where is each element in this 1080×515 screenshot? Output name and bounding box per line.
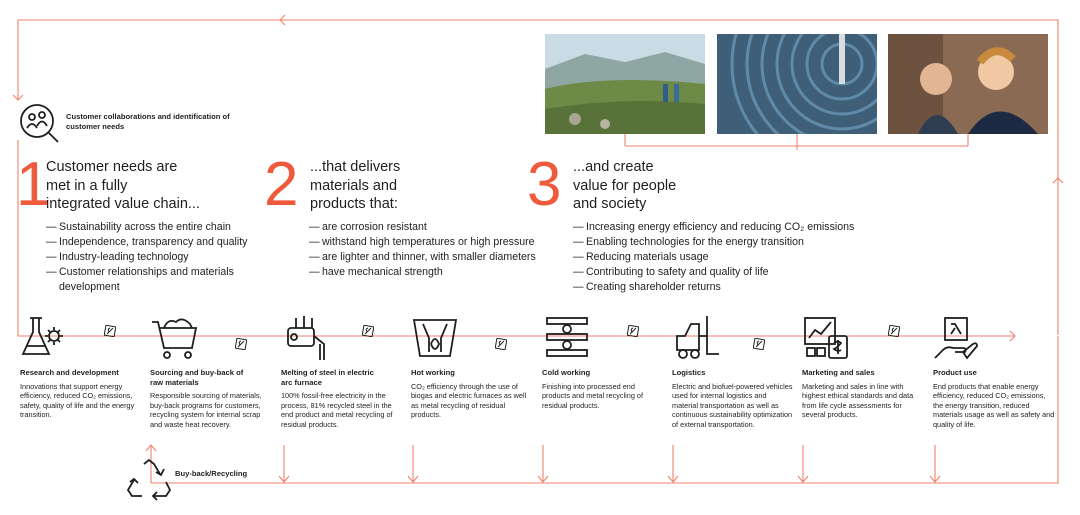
leaf-icon [494, 337, 508, 351]
step-description: End products that enable energy efficien… [933, 381, 1055, 429]
step-title: Melting of steel in electric arc furnace [281, 368, 374, 387]
leaf-icon [103, 324, 117, 338]
step-title: Marketing and sales [802, 368, 875, 377]
column-1-bullets: —Sustainability across the entire chain … [46, 220, 271, 295]
list-item: —Contributing to safety and quality of l… [573, 266, 769, 278]
step-title: Product use [933, 368, 977, 377]
list-item: —are lighter and thinner, with smaller d… [309, 251, 536, 263]
step-description: Responsible sourcing of materials, buy-b… [150, 391, 262, 429]
step-logistics: Logistics Electric and biofuel-powered v… [672, 368, 794, 429]
hot-working-icon [411, 314, 459, 362]
forklift-icon [673, 314, 721, 362]
furnace-icon [282, 314, 330, 362]
marketing-icon [803, 314, 851, 362]
list-item: —Enabling technologies for the energy tr… [573, 236, 804, 248]
customer-collaboration-label: Customer collaborations and identificati… [66, 112, 230, 131]
cart-icon [150, 314, 198, 362]
column-3-bullets: —Increasing energy efficiency and reduci… [573, 220, 903, 295]
step-melting-steel: Melting of steel in electric arc furnace… [281, 368, 403, 429]
step-description: CO₂ efficiency through the use of biogas… [411, 381, 527, 420]
step-cold-working: Cold working Finishing into processed en… [542, 368, 664, 410]
cold-working-icon [543, 314, 591, 362]
flask-gear-icon [20, 314, 68, 362]
people-talking-photo [888, 34, 1048, 134]
column-1-number: 1 [16, 150, 51, 219]
step-description: Electric and biofuel-powered vehicles us… [672, 381, 793, 429]
product-hand-icon [933, 314, 981, 362]
step-title: Research and development [20, 368, 119, 377]
step-title: Cold working [542, 368, 591, 377]
column-2-number: 2 [264, 150, 299, 219]
step-description: Marketing and sales in line with highest… [802, 381, 914, 420]
list-item: —are corrosion resistant [309, 221, 427, 233]
list-item: —Industry-leading technology [46, 251, 189, 263]
buyback-recycling-label: Buy-back/Recycling [175, 469, 248, 478]
list-item: —withstand high temperatures or high pre… [309, 236, 535, 248]
step-title: Hot working [411, 368, 455, 377]
step-description: Finishing into processed end products an… [542, 381, 643, 410]
step-description: Innovations that support energy efficien… [20, 381, 135, 420]
column-3-number: 3 [527, 150, 562, 219]
list-item: —Reducing materials usage [573, 251, 709, 263]
step-sourcing-buyback: Sourcing and buy-back of raw materials R… [150, 368, 272, 429]
step-description: 100% fossil-free electricity in the proc… [281, 391, 393, 429]
list-item: —have mechanical strength [309, 266, 443, 278]
list-item: —Customer relationships and materials de… [46, 266, 234, 293]
leaf-icon [626, 324, 640, 338]
solar-mirror-field-photo [717, 34, 877, 134]
leaf-icon [234, 337, 248, 351]
hikers-mountain-photo [545, 34, 705, 134]
step-hot-working: Hot working CO₂ efficiency through the u… [411, 368, 533, 420]
list-item: —Independence, transparency and quality [46, 236, 248, 248]
leaf-icon [752, 337, 766, 351]
leaf-icon [887, 324, 901, 338]
step-title: Sourcing and buy-back of raw materials [150, 368, 244, 387]
step-research-development: Research and development Innovations tha… [20, 368, 142, 420]
column-2-bullets: —are corrosion resistant —withstand high… [309, 220, 559, 280]
step-marketing-sales: Marketing and sales Marketing and sales … [802, 368, 924, 420]
step-title: Logistics [672, 368, 706, 377]
list-item: —Sustainability across the entire chain [46, 221, 231, 233]
list-item: —Increasing energy efficiency and reduci… [573, 221, 855, 233]
list-item: —Creating shareholder returns [573, 281, 721, 293]
step-product-use: Product use End products that enable ene… [933, 368, 1055, 429]
leaf-icon [361, 324, 375, 338]
customer-icon [18, 102, 60, 144]
recycle-icon [126, 458, 172, 504]
